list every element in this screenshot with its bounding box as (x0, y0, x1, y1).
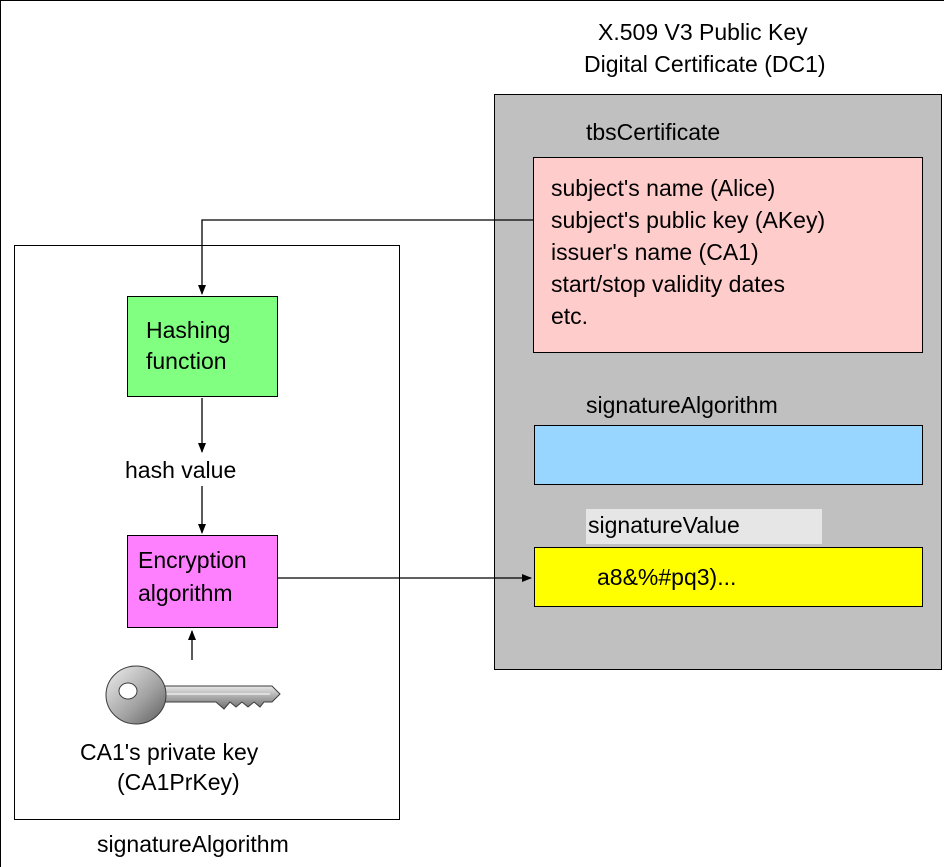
signature-value-label: signatureValue (588, 512, 740, 538)
key-icon (105, 665, 281, 725)
certificate-title-line2: Digital Certificate (DC1) (584, 51, 826, 77)
hashing-function-box: Hashing function (127, 296, 278, 397)
arrow-tbs-to-hashing (198, 219, 533, 295)
signature-value-box: a8&%#pq3)... (534, 547, 923, 607)
tbs-line-etc: etc. (551, 303, 589, 329)
hashing-label-line1: Hashing (146, 317, 231, 343)
certificate-title-line1: X.509 V3 Public Key (598, 19, 808, 45)
signature-algorithm-footer-label: signatureAlgorithm (97, 831, 289, 857)
private-key-label-line1: CA1's private key (80, 739, 259, 765)
encryption-algorithm-box: Encryption algorithm (127, 535, 278, 628)
tbs-line-validity-dates: start/stop validity dates (551, 271, 785, 297)
encryption-label-line1: Encryption (138, 547, 247, 573)
signature-value-label-background (586, 509, 822, 544)
hashing-label-line2: function (146, 348, 227, 374)
tbs-line-subject-public-key: subject's public key (AKey) (551, 207, 826, 233)
tbs-certificate-label: tbsCertificate (586, 119, 721, 145)
signature-algorithm-label: signatureAlgorithm (586, 392, 778, 418)
hash-value-label: hash value (125, 457, 237, 483)
tbs-line-subject-name: subject's name (Alice) (551, 175, 776, 201)
tbs-line-issuer-name: issuer's name (CA1) (551, 239, 759, 265)
tbs-certificate-box: subject's name (Alice) subject's public … (533, 157, 923, 353)
signature-algorithm-box (534, 425, 923, 485)
private-key-label-line2: (CA1PrKey) (117, 769, 240, 795)
signature-value-text: a8&%#pq3)... (597, 564, 737, 590)
encryption-label-line2: algorithm (138, 580, 233, 606)
